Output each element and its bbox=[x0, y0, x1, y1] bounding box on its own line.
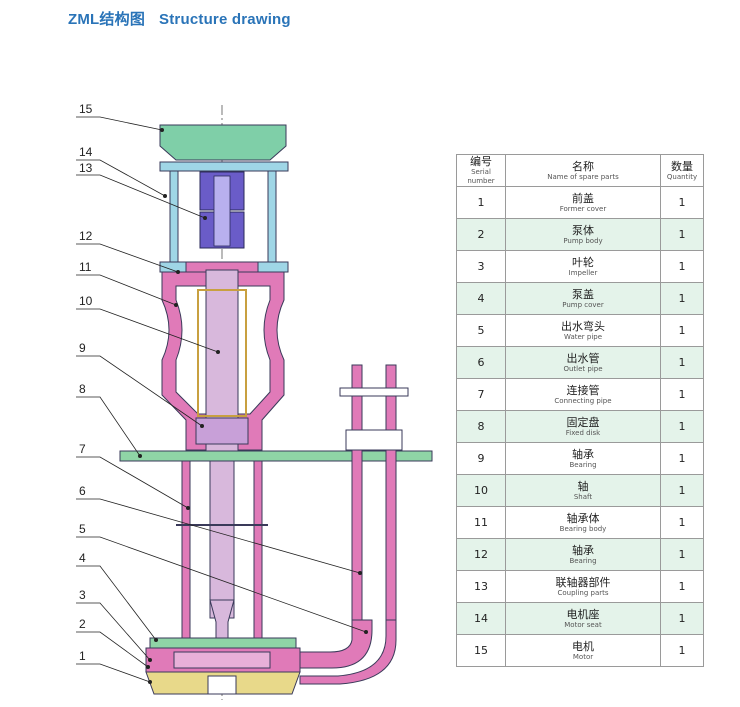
inlet bbox=[207, 675, 237, 695]
outlet-flange-top bbox=[339, 387, 409, 397]
shaft-lower bbox=[209, 457, 235, 619]
callout-10: 10 bbox=[79, 294, 93, 308]
callout-6: 6 bbox=[79, 484, 86, 498]
leader-lines bbox=[76, 116, 367, 683]
callout-2: 2 bbox=[79, 617, 86, 631]
shaft-sleeve bbox=[197, 289, 247, 417]
callout-9: 9 bbox=[79, 341, 86, 355]
callout-7: 7 bbox=[79, 442, 86, 456]
header-serial: 编号 Serial number bbox=[456, 154, 506, 187]
water-pipe-outer bbox=[299, 619, 397, 685]
callout-3: 3 bbox=[79, 588, 86, 602]
water-pipe bbox=[299, 619, 373, 669]
leader-dots bbox=[138, 128, 368, 684]
impeller bbox=[173, 651, 271, 669]
callout-1: 1 bbox=[79, 649, 86, 663]
motor-seat-flange bbox=[159, 161, 289, 172]
fixed-disk bbox=[119, 450, 433, 462]
callout-13: 13 bbox=[79, 161, 93, 175]
table-header-row: 编号 Serial number 名称 Name of spare parts … bbox=[456, 154, 704, 187]
outlet-support bbox=[345, 429, 403, 451]
outlet-pipe bbox=[351, 364, 397, 621]
header-quantity: 数量 Quantity bbox=[660, 154, 704, 187]
coupling-shaft bbox=[213, 175, 231, 247]
page-title: ZML结构图 Structure drawing bbox=[68, 8, 291, 29]
callout-12: 12 bbox=[79, 229, 93, 243]
motor bbox=[159, 124, 287, 161]
callout-14: 14 bbox=[79, 145, 93, 159]
callout-15: 15 bbox=[79, 102, 93, 116]
title-en: Structure drawing bbox=[159, 11, 291, 28]
pump-cover bbox=[149, 637, 297, 649]
bearing-lower bbox=[195, 417, 249, 445]
callout-11: 11 bbox=[79, 260, 92, 274]
callout-4: 4 bbox=[79, 551, 86, 565]
callout-5: 5 bbox=[79, 522, 86, 536]
header-name: 名称 Name of spare parts bbox=[505, 154, 661, 187]
parts-table: 编号 Serial number 名称 Name of spare parts … bbox=[456, 154, 704, 667]
callout-8: 8 bbox=[79, 382, 86, 396]
title-cn: ZML结构图 bbox=[68, 11, 146, 28]
